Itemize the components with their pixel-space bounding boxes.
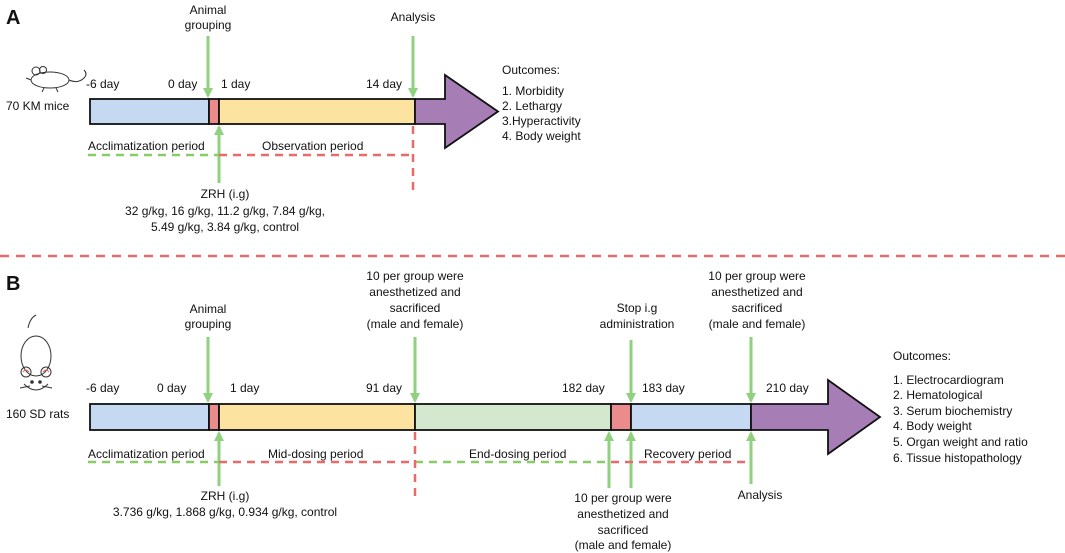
outcomes-title: Outcomes: [502,63,560,77]
dose-label: 3.736 g/kg, 1.868 g/kg, 0.934 g/kg, cont… [113,505,337,519]
mid-dosing-segment [218,403,416,431]
day-label: -6 day [86,381,119,395]
sacrifice-label: sacrificed [390,301,441,315]
timeline-arrow-head [750,378,882,456]
dosing-marker [208,403,220,431]
grouping-label: Animal [190,3,227,17]
day-label: 210 day [766,381,809,395]
period-label: Mid-dosing period [268,447,363,461]
grouping-label: Animal [190,302,227,316]
sacrifice-label: (male and female) [575,538,672,552]
rat-icon [19,314,53,391]
stop-dosing-marker [610,403,632,431]
zrh-label: ZRH (i.g) [201,187,250,201]
subject-label: 160 SD rats [6,407,69,421]
day-label: 1 day [230,381,259,395]
outcome-item: 3. Serum biochemistry [893,404,1012,418]
dose-label: 5.49 g/kg, 3.84 g/kg, control [151,220,299,234]
dosing-marker [208,98,220,125]
recovery-segment [630,403,752,431]
acclimatization-segment [89,403,210,431]
sacrifice-label: 10 per group were [708,269,806,283]
grouping-label: grouping [185,18,232,32]
stop-dosing-label: Stop i.g [617,301,658,315]
stop-dosing-label: administration [600,317,675,331]
sacrifice-label: sacrificed [732,301,783,315]
outcome-item: 1. Electrocardiogram [893,373,1004,387]
end-dosing-segment [414,403,612,431]
day-label: 0 day [168,77,197,91]
outcome-item: 1. Morbidity [502,84,564,98]
panel-b-label: B [6,273,20,295]
observation-segment [218,98,416,125]
outcome-item: 4. Body weight [893,419,972,433]
outcome-item: 2. Lethargy [502,99,562,113]
grouping-label: grouping [185,317,232,331]
sacrifice-label: (male and female) [709,317,806,331]
analysis-label: Analysis [738,488,783,502]
zrh-label: ZRH (i.g) [201,489,250,503]
outcome-item: 6. Tissue histopathology [893,451,1022,465]
panel-a-label: A [6,7,20,29]
outcomes-title: Outcomes: [893,349,951,363]
subject-label: 70 KM mice [6,99,70,113]
timeline-arrow-head [414,73,500,150]
period-label: Acclimatization period [88,447,205,461]
sacrifice-label: anesthetized and [711,285,802,299]
period-label: Recovery period [644,447,731,461]
sacrifice-label: 10 per group were [366,269,464,283]
day-label: 183 day [642,381,685,395]
sacrifice-label: anesthetized and [577,507,668,521]
sacrifice-label: sacrificed [598,523,649,537]
acclimatization-segment [89,98,210,125]
outcome-item: 4. Body weight [502,129,581,143]
outcome-item: 2. Hematological [893,388,982,402]
day-label: 91 day [366,381,402,395]
period-label: Acclimatization period [88,139,205,153]
sacrifice-label: 10 per group were [574,491,672,505]
dose-label: 32 g/kg, 16 g/kg, 11.2 g/kg, 7.84 g/kg, [125,204,325,218]
period-label: Observation period [262,139,363,153]
outcome-item: 3.Hyperactivity [502,114,581,128]
day-label: 182 day [562,381,605,395]
period-label: End-dosing period [469,447,566,461]
mouse-icon [25,66,87,93]
analysis-label: Analysis [391,10,436,24]
day-label: 14 day [366,77,402,91]
day-label: 1 day [221,77,250,91]
day-label: 0 day [157,381,186,395]
sacrifice-label: anesthetized and [369,285,460,299]
day-label: -6 day [86,77,119,91]
sacrifice-label: (male and female) [367,317,464,331]
outcome-item: 5. Organ weight and ratio [893,435,1028,449]
